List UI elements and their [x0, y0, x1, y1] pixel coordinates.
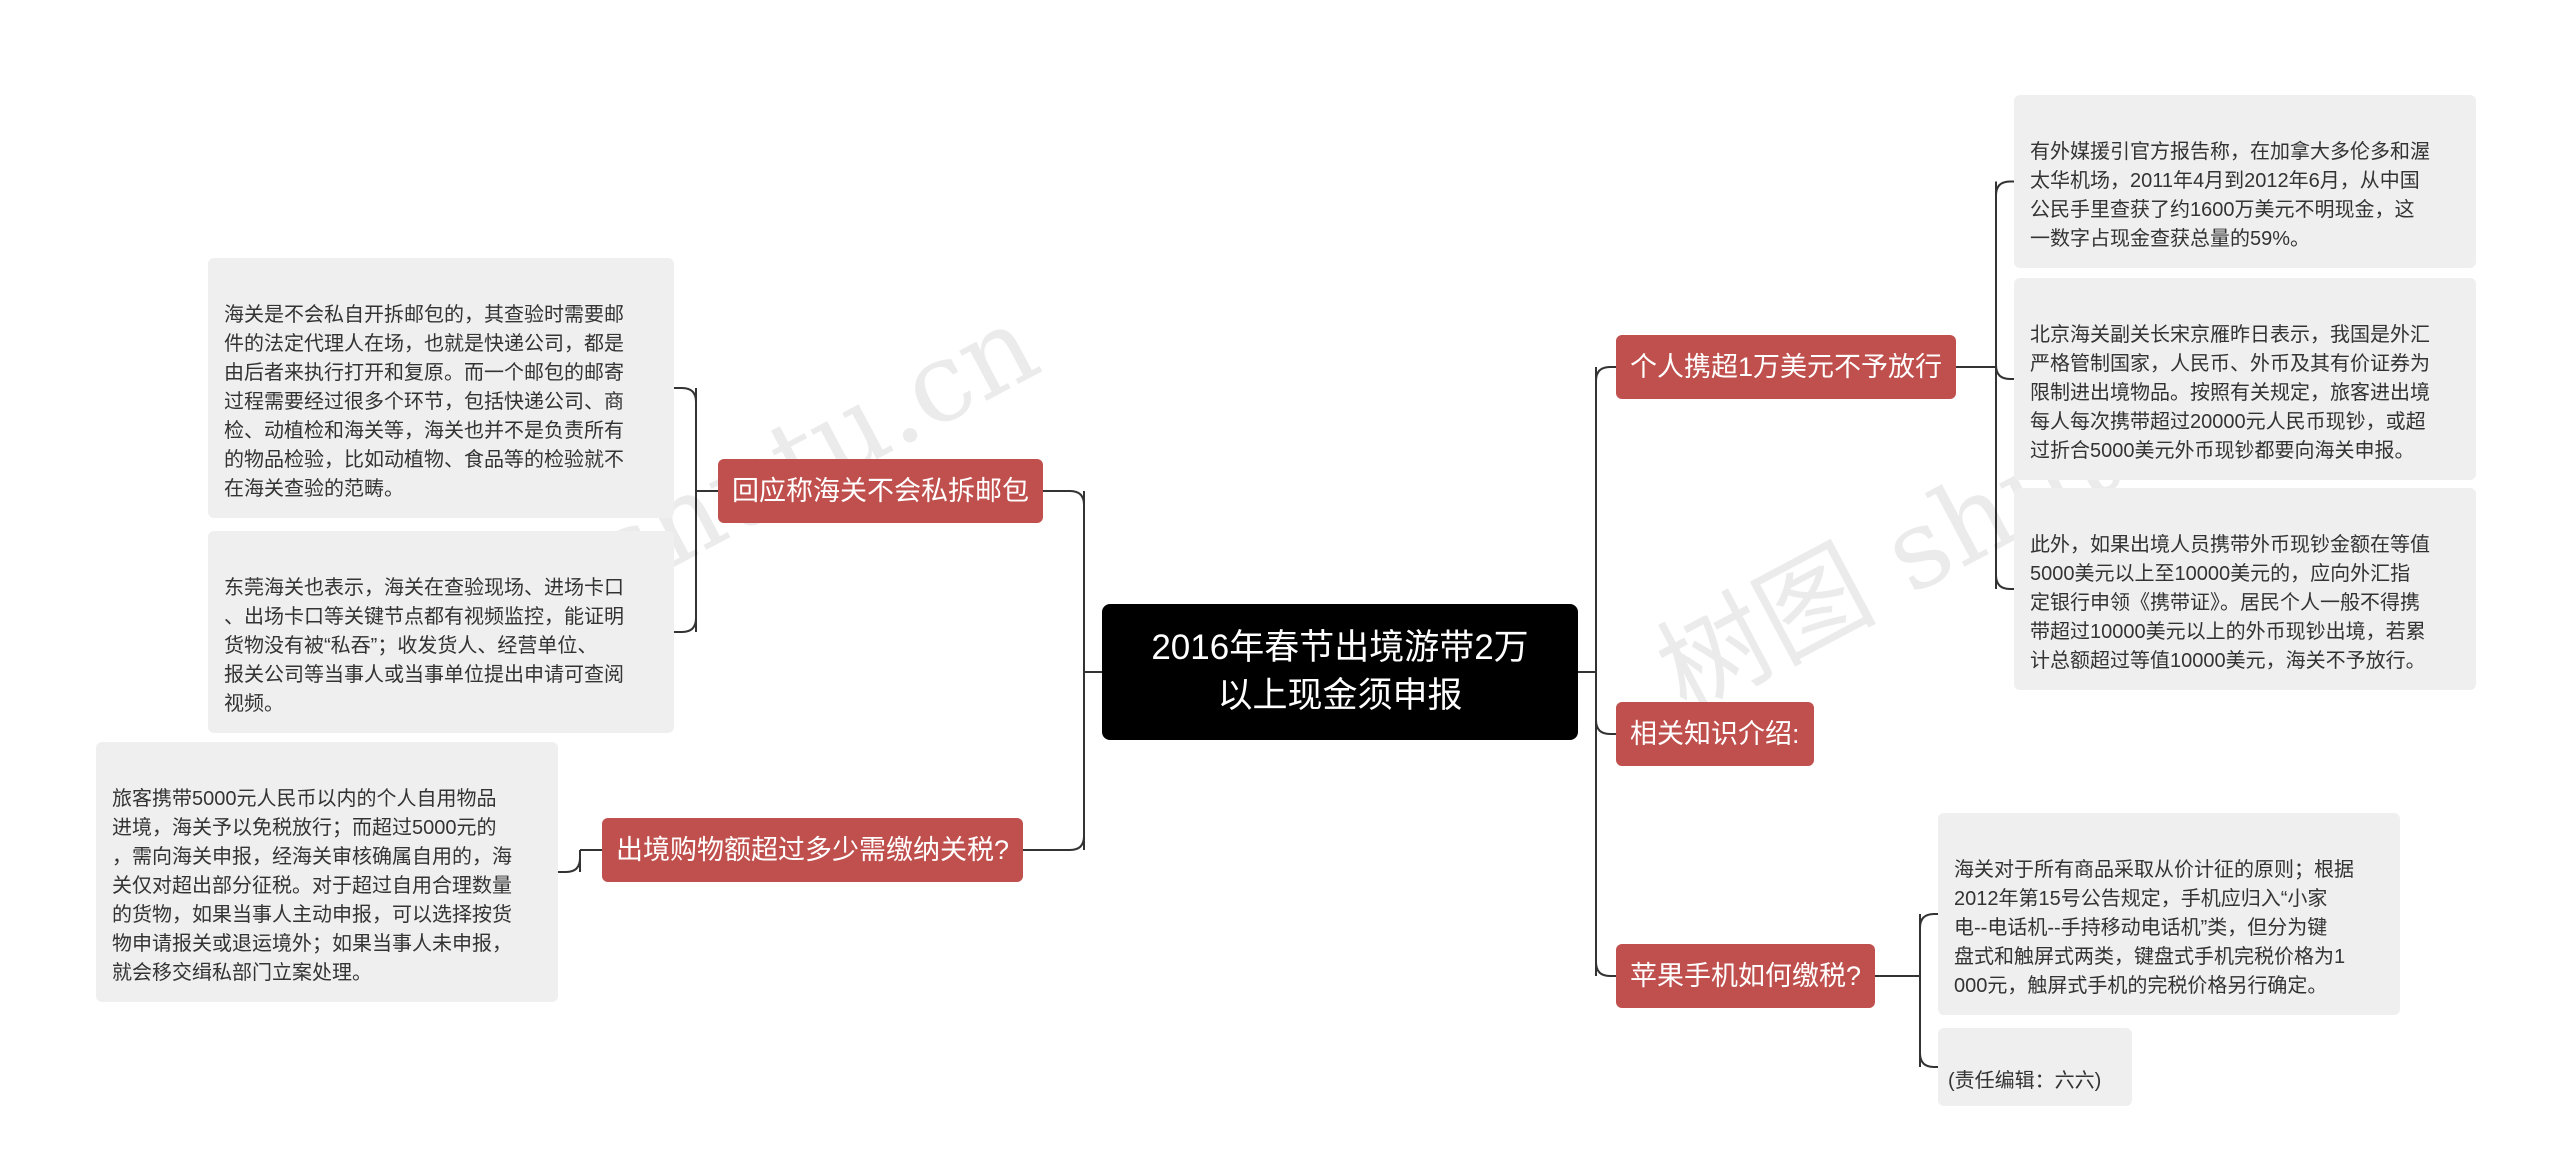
connector-line	[1595, 719, 1616, 735]
detail-text: 旅客携带5000元人民币以内的个人自用物品 进境，海关予以免税放行；而超过500…	[112, 788, 512, 984]
connector-line	[1919, 1052, 1938, 1068]
detail-text: 有外媒援引官方报告称，在加拿大多伦多和渥 太华机场，2011年4月到2012年6…	[2030, 141, 2430, 250]
branch-label: 回应称海关不会私拆邮包	[732, 476, 1029, 506]
root-topic[interactable]: 2016年春节出境游带2万 以上现金须申报	[1102, 604, 1578, 740]
detail-text: 东莞海关也表示，海关在查验现场、进场卡口 、出场卡口等关键节点都有视频监控，能证…	[224, 577, 624, 715]
detail-note[interactable]: 海关对于所有商品采取从价计征的原则；根据 2012年第15号公告规定，手机应归入…	[1938, 813, 2400, 1015]
branch-iphone-tax[interactable]: 苹果手机如何缴税?	[1616, 944, 1876, 1008]
connector-line	[1595, 961, 1616, 977]
connector-line	[674, 617, 697, 633]
detail-note[interactable]: 东莞海关也表示，海关在查验现场、进场卡口 、出场卡口等关键节点都有视频监控，能证…	[208, 531, 674, 733]
connector-line	[1995, 364, 2014, 380]
branch-label: 出境购物额超过多少需缴纳关税?	[616, 835, 1010, 865]
detail-text: 此外，如果出境人员携带外币现钞金额在等值 5000美元以上至10000美元的，应…	[2030, 534, 2430, 672]
detail-note[interactable]: 旅客携带5000元人民币以内的个人自用物品 进境，海关予以免税放行；而超过500…	[96, 742, 558, 1002]
branch-no-private-opening[interactable]: 回应称海关不会私拆邮包	[718, 459, 1043, 523]
detail-note[interactable]: 此外，如果出境人员携带外币现钞金额在等值 5000美元以上至10000美元的，应…	[2014, 488, 2476, 690]
detail-text: 北京海关副关长宋京雁昨日表示，我国是外汇 严格管制国家，人民币、外币及其有价证券…	[2030, 324, 2430, 462]
connector-line	[1919, 913, 1938, 929]
connector-line	[674, 387, 697, 403]
branch-label: 个人携超1万美元不予放行	[1630, 352, 1943, 382]
connector-line	[1995, 180, 2014, 196]
connector-line	[1043, 490, 1085, 506]
branch-shopping-tax-threshold[interactable]: 出境购物额超过多少需缴纳关税?	[602, 818, 1024, 882]
detail-note[interactable]: 北京海关副关长宋京雁昨日表示，我国是外汇 严格管制国家，人民币、外币及其有价证券…	[2014, 278, 2476, 480]
connector-line	[558, 857, 581, 873]
connector-line	[1023, 835, 1085, 851]
detail-note[interactable]: 海关是不会私自开拆邮包的，其查验时需要邮 件的法定代理人在场，也就是快递公司，都…	[208, 258, 674, 518]
editor-text: (责任编辑：六六)	[1948, 1070, 2102, 1092]
root-topic-label: 2016年春节出境游带2万 以上现金须申报	[1151, 628, 1529, 715]
detail-text: 海关是不会私自开拆邮包的，其查验时需要邮 件的法定代理人在场，也就是快递公司，都…	[224, 304, 624, 500]
branch-related-knowledge[interactable]: 相关知识介绍:	[1616, 702, 1814, 766]
detail-note[interactable]: 有外媒援引官方报告称，在加拿大多伦多和渥 太华机场，2011年4月到2012年6…	[2014, 95, 2476, 268]
branch-label: 苹果手机如何缴税?	[1630, 961, 1862, 991]
detail-text: 海关对于所有商品采取从价计征的原则；根据 2012年第15号公告规定，手机应归入…	[1954, 859, 2354, 997]
connector-line	[1995, 574, 2014, 590]
connector-line	[1595, 366, 1616, 382]
branch-over-10000-usd[interactable]: 个人携超1万美元不予放行	[1616, 335, 1957, 399]
branch-label: 相关知识介绍:	[1630, 719, 1800, 749]
editor-note[interactable]: (责任编辑：六六)	[1938, 1028, 2132, 1106]
